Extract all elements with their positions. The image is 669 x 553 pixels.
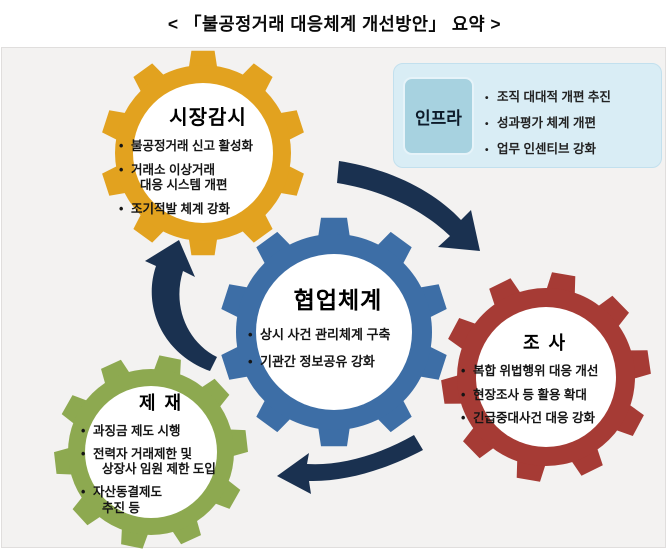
gear-cooperation-bullets: 상시 사건 관리체계 구축 기관간 정보공유 강화 [247, 327, 429, 371]
infra-bullet-list: 조직 대대적 개편 추진 성과평가 체계 개편 업무 인센티브 강화 [485, 91, 657, 169]
gear-cooperation-text-block: 협업체계 상시 사건 관리체계 구축 기관간 정보공유 강화 [247, 281, 429, 382]
infra-bullet: 성과평가 체계 개편 [485, 116, 657, 132]
infra-bullet: 조직 대대적 개편 추진 [485, 90, 657, 106]
gear-bullet-text: 추진 등 [102, 500, 140, 515]
gear-surveillance-title: 시장감시 [169, 107, 247, 129]
arrow-sanction-to-surveillance [145, 240, 217, 371]
gear-bullet-text: 상시 사건 관리체계 구축 [260, 327, 391, 342]
gear-bullet: 복합 위법행위 대응 개선 [460, 364, 630, 380]
gear-cooperation-title: 협업체계 [293, 287, 383, 313]
infra-bullet: 업무 인센티브 강화 [485, 142, 657, 158]
gear-bullet-text: 긴급중대사건 대응 강화 [473, 411, 595, 426]
gear-bullet: 기관간 정보공유 강화 [247, 354, 429, 371]
gear-bullet-text: 기관간 정보공유 강화 [260, 354, 375, 370]
gear-investigation-bullets: 복합 위법행위 대응 개선 현장조사 등 활용 확대 긴급중대사건 대응 강화 [460, 364, 630, 427]
gear-bullet-text: 거래소 이상거래 [131, 162, 215, 177]
gear-investigation-text-block: 조 사 복합 위법행위 대응 개선 현장조사 등 활용 확대 긴급중대사건 대응… [460, 329, 630, 435]
gear-bullet: 불공정거래 신고 활성화 [118, 139, 298, 155]
diagram-title: < 「불공정거래 대응체계 개선방안」 요약 > [167, 14, 502, 34]
infra-bullet-text: 조직 대대적 개편 추진 [497, 90, 611, 104]
gear-bullet: 과징금 제도 시행 [80, 424, 242, 440]
gear-bullet-text: 조기적발 체계 강화 [131, 201, 230, 216]
gear-bullet-text: 자산동결제도 [93, 484, 163, 499]
gear-bullet-text: 현장조사 등 활용 확대 [473, 387, 587, 402]
gear-bullet-text: 대응 시스템 개편 [140, 178, 228, 193]
gear-bullet-text: 불공정거래 신고 활성화 [131, 139, 253, 153]
gear-bullet: 현장조사 등 활용 확대 [460, 388, 630, 404]
gear-bullet: 상시 사건 관리체계 구축 [247, 327, 429, 344]
infra-label: 인프라 [403, 77, 474, 155]
infra-box: 인프라 조직 대대적 개편 추진 성과평가 체계 개편 업무 인센티브 강화 [393, 63, 662, 168]
arrow-investigation-to-sanction [277, 435, 423, 494]
gear-bullet-text: 전력자 거래제한 및 [93, 446, 192, 461]
arrow-surveillance-to-investigation [337, 161, 480, 251]
infra-bullet-text: 성과평가 체계 개편 [497, 116, 596, 130]
gear-bullet-text: 상장사 임원 제한 도입 [102, 462, 216, 477]
gear-sanction-title: 제 재 [138, 393, 184, 413]
gear-bullet-text: 복합 위법행위 대응 개선 [473, 364, 599, 378]
gear-bullet-text: 과징금 제도 시행 [93, 424, 181, 438]
gear-bullet: 긴급중대사건 대응 강화 [460, 411, 630, 427]
infra-bullet-text: 업무 인센티브 강화 [497, 142, 596, 156]
gear-investigation-title: 조 사 [522, 333, 568, 353]
gear-bullet: 조기적발 체계 강화 [118, 202, 298, 218]
